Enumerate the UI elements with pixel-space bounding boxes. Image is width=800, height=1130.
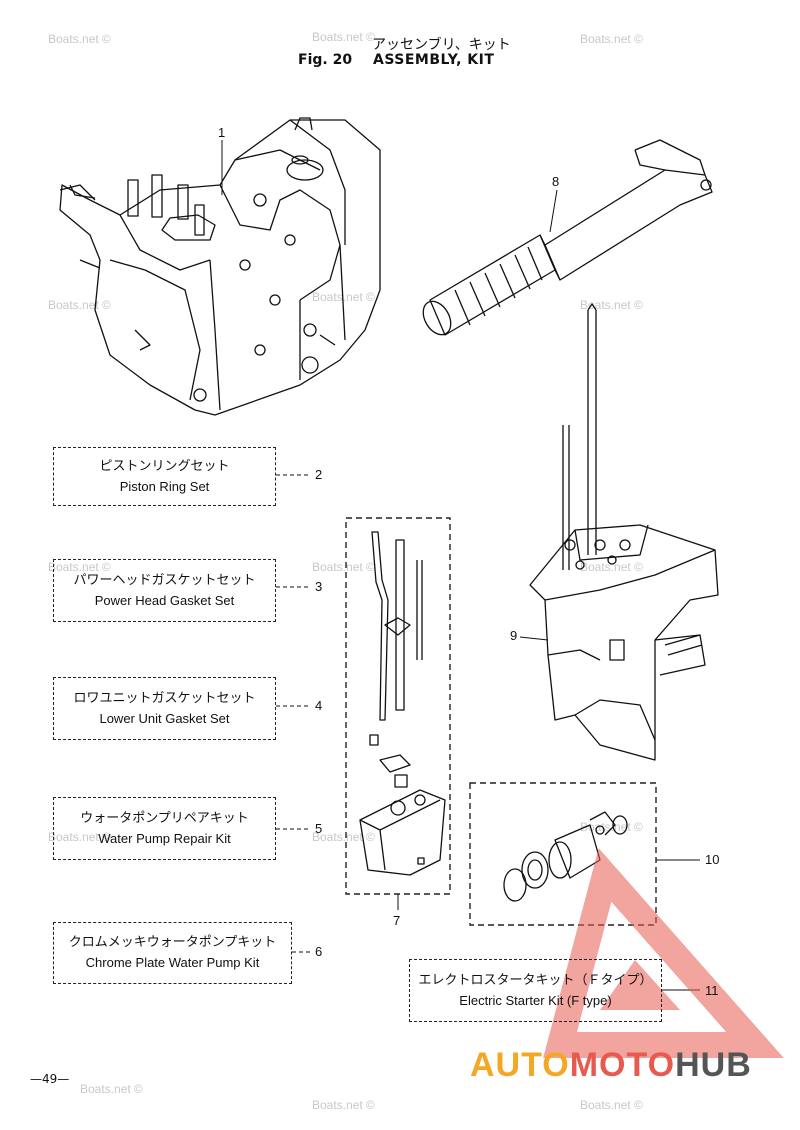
watermark: Boats.net © <box>48 830 111 844</box>
tiller-handle-drawing <box>422 139 713 336</box>
kit-label-en: Water Pump Repair Kit <box>98 830 231 846</box>
brand-part: MOTO <box>569 1046 676 1084</box>
callout-7: 7 <box>393 913 401 928</box>
figure-number: Fig. 20 <box>298 52 353 68</box>
leader-lines <box>221 140 700 991</box>
page-number: —49— <box>30 1072 70 1086</box>
callout-11: 11 <box>705 983 719 998</box>
watermark: Boats.net © <box>80 1082 143 1096</box>
watermark: Boats.net © <box>312 560 375 574</box>
title-japanese: アッセンブリ、キット <box>372 37 511 53</box>
kit-label-en: Chrome Plate Water Pump Kit <box>85 955 260 970</box>
kit-label-en: Power Head Gasket Set <box>94 592 235 608</box>
callout-8: 8 <box>552 174 560 189</box>
callout-10: 10 <box>705 852 720 867</box>
lower-unit-drawing <box>529 303 719 761</box>
callout-4: 4 <box>315 698 323 713</box>
kit-label-jp: クロムメッキウォータポンプキット <box>68 935 277 950</box>
kit-label-jp: ピストンリングセット <box>99 458 230 474</box>
kit-label-jp: パワーヘッドガスケットセット <box>73 572 256 588</box>
kit-box-electric-starter: エレクトロスタータキット（Ｆタイプ） Electric Starter Kit … <box>409 959 662 1022</box>
brand-part: AUTO <box>470 1046 570 1084</box>
kit-label-en: Lower Unit Gasket Set <box>99 710 230 726</box>
kit-label-en: Piston Ring Set <box>119 478 210 494</box>
drive-shaft-kit-drawing <box>359 531 446 876</box>
watermark: Boats.net © <box>312 1098 375 1112</box>
kit-box-chrome-water-pump: クロムメッキウォータポンプキット Chrome Plate Water Pump… <box>53 922 292 984</box>
kit-box-water-pump-repair: ウォータポンプリペアキット Water Pump Repair Kit <box>53 797 276 860</box>
watermark: Boats.net © <box>312 30 375 44</box>
callout-6: 6 <box>315 944 323 959</box>
brand-logo-icon <box>543 848 784 1058</box>
watermark: Boats.net © <box>312 290 375 304</box>
kit-box-power-head-gasket: パワーヘッドガスケットセット Power Head Gasket Set <box>53 559 276 622</box>
callout-2: 2 <box>315 467 323 482</box>
callout-1: 1 <box>218 125 226 140</box>
figure-title: ASSEMBLY, KIT <box>373 52 495 68</box>
kit-label-en: Electric Starter Kit (F type) <box>459 992 612 1008</box>
watermark: Boats.net © <box>580 1098 643 1112</box>
group-box-10 <box>469 782 657 926</box>
watermark: Boats.net © <box>580 560 643 574</box>
kit-box-piston-ring: ピストンリングセット Piston Ring Set <box>53 447 276 506</box>
watermark: Boats.net © <box>48 32 111 46</box>
callout-9: 9 <box>510 628 518 643</box>
kit-label-jp: ウォータポンプリペアキット <box>80 810 249 826</box>
kit-label-jp: エレクトロスタータキット（Ｆタイプ） <box>418 972 653 988</box>
callout-3: 3 <box>315 579 323 594</box>
power-head-drawing <box>59 117 381 416</box>
watermark: Boats.net © <box>48 560 111 574</box>
watermark: Boats.net © <box>580 32 643 46</box>
brand-wordmark: AUTOMOTOHUB <box>470 1046 752 1085</box>
watermark: Boats.net © <box>312 830 375 844</box>
callout-5: 5 <box>315 821 323 836</box>
kit-label-jp: ロワユニットガスケットセット <box>73 690 256 706</box>
brand-part: HUB <box>675 1046 752 1084</box>
kit-box-lower-unit-gasket: ロワユニットガスケットセット Lower Unit Gasket Set <box>53 677 276 740</box>
group-box-7 <box>345 517 451 895</box>
